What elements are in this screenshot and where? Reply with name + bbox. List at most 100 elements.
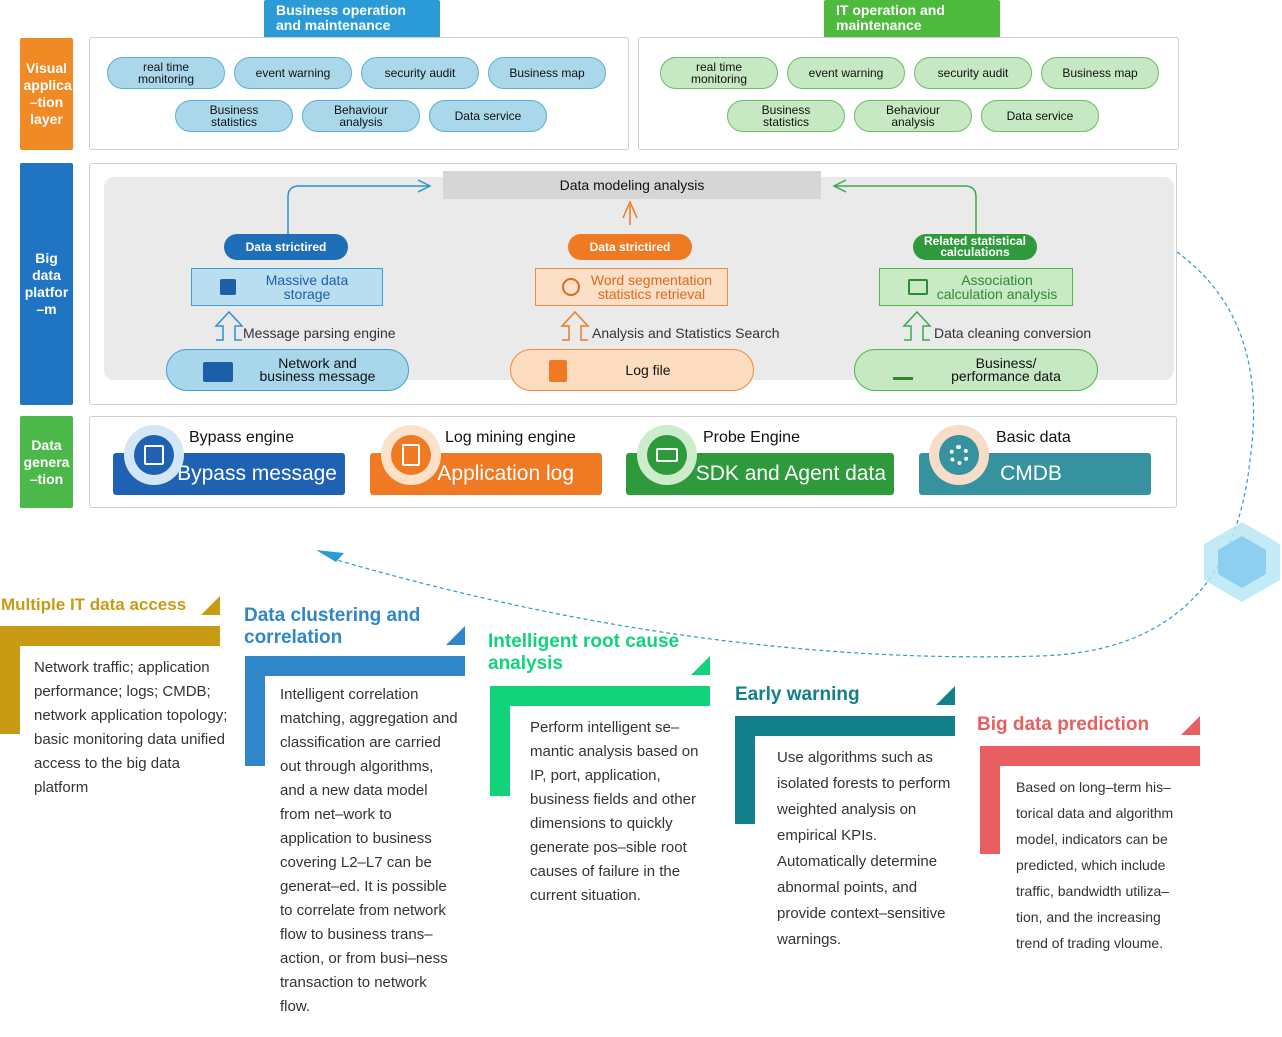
pill-label: Behaviour analysis [885,103,941,129]
mail-icon [203,362,233,382]
section-text: Intelligent correlation matching, aggreg… [280,686,458,1015]
gen-icon-circle [637,425,697,485]
pill-business-map[interactable]: Business map [488,57,606,89]
tag-data-structured: Data strictired [224,234,348,260]
terminal-icon [402,444,420,466]
section-text: Based on long–term his–torical data and … [1016,779,1174,951]
section-title: Multiple IT data access [1,595,187,614]
pill-business-statistics[interactable]: Business statistics [175,100,293,132]
pill-security-audit[interactable]: security audit [361,57,479,89]
engine-label: Analysis and Statistics Search [592,325,780,341]
gen-label: Bypass message [177,462,337,485]
big-data-layer-text: Big data platfor –m [24,250,69,317]
pill-label: Data service [1006,109,1074,123]
gen-label: CMDB [1000,462,1062,485]
business-om-tab: Business operation and maintenance [264,0,440,37]
pill-data-service[interactable]: Data service [981,100,1099,132]
data-gen-layer-text: Data genera –tion [23,436,70,487]
association-calculation-box[interactable]: Association calculation analysis [879,268,1073,306]
pill-real-time-monitoring[interactable]: real time monitoring [660,57,778,89]
section-title: Data clustering and correlation [244,605,421,648]
source-network-message[interactable]: Network and business message [166,349,409,391]
document-icon [549,360,567,382]
pill-label: event warning [255,66,331,80]
platform-connectors [214,179,977,341]
corner-triangle [1181,716,1200,735]
source-label: Log file [625,361,671,378]
storage-label: Word segmentation statistics retrieval [590,272,713,302]
pill-business-map[interactable]: Business map [1041,57,1159,89]
floppy-icon [220,279,236,295]
pill-label: Business map [509,66,585,80]
section-text: Network traffic; application performance… [34,659,228,796]
pill-label: Business statistics [209,103,259,129]
storage-label: Massive data storage [265,272,349,302]
section-text: Perform intelligent se–mantic analysis b… [530,719,699,904]
pill-label: Data service [454,109,522,123]
pill-label: security audit [937,66,1009,80]
pill-label: real time monitoring [137,60,195,86]
section-bar [490,686,710,706]
pill-label: Business statistics [761,103,811,129]
flow-arc [316,251,1280,658]
engine-label: Message parsing engine [243,325,396,341]
gear-icon [949,445,969,465]
section-vbar [490,686,510,796]
gen-engine-label: Basic data [996,429,1071,446]
massive-data-storage-box[interactable]: Massive data storage [191,268,383,306]
gen-engine-label: Bypass engine [189,429,294,446]
section-vbar [980,746,1000,854]
storage-label: Association calculation analysis [936,272,1058,302]
engine-label: Data cleaning conversion [934,325,1092,341]
gen-engine-label: Log mining engine [445,429,576,446]
source-label: Business/ performance data [951,355,1061,384]
gen-label: Application log [437,462,574,485]
tag-related-calculations: Related statistical calculations [913,234,1037,260]
gen-icon-circle [381,425,441,485]
calculator-icon [908,279,928,295]
gen-label: SDK and Agent data [695,462,886,485]
pill-label: Business map [1062,66,1138,80]
source-log-file[interactable]: Log file [510,349,754,391]
section-bar [245,656,465,676]
pill-security-audit[interactable]: security audit [914,57,1032,89]
source-performance-data[interactable]: Business/ performance data [854,349,1098,391]
pill-event-warning[interactable]: event warning [787,57,905,89]
tag-data-structured: Data strictired [568,234,692,260]
gen-icon-circle [124,425,184,485]
it-om-tab: IT operation and maintenance [824,0,1000,37]
corner-triangle [201,596,220,615]
section-bar [980,746,1200,766]
pill-data-service[interactable]: Data service [429,100,547,132]
section-vbar [735,716,755,824]
section-bar [0,626,220,646]
section-bar [735,716,955,736]
corner-triangle [446,626,465,645]
section-title: Early warning [735,684,860,705]
pill-behaviour-analysis[interactable]: Behaviour analysis [854,100,972,132]
calendar-icon [144,445,164,465]
gen-icon-circle [929,425,989,485]
word-segmentation-box[interactable]: Word segmentation statistics retrieval [535,268,728,306]
section-text: Use algorithms such as isolated forests … [777,749,951,948]
pill-business-statistics[interactable]: Business statistics [727,100,845,132]
pill-label: event warning [808,66,884,80]
gen-engine-label: Probe Engine [703,429,800,446]
pill-event-warning[interactable]: event warning [234,57,352,89]
source-label: Network and business message [259,355,376,384]
section-title: Intelligent root cause analysis [488,631,680,674]
section-vbar [0,626,20,734]
section-title: Big data prediction [977,714,1150,735]
pill-label: real time monitoring [690,60,748,86]
corner-triangle [691,656,710,675]
data-gen-layer-label: Data genera –tion [20,416,73,508]
data-modeling-bar: Data modeling analysis [443,171,821,199]
search-chart-icon [562,278,580,296]
bar-chart-icon [893,362,913,380]
visual-layer-text: Visual applica –tion layer [23,60,72,127]
big-data-layer-label: Big data platfor –m [20,163,73,405]
pill-label: Behaviour analysis [333,103,389,129]
pill-behaviour-analysis[interactable]: Behaviour analysis [302,100,420,132]
section-vbar [245,656,265,766]
pill-real-time-monitoring[interactable]: real time monitoring [107,57,225,89]
